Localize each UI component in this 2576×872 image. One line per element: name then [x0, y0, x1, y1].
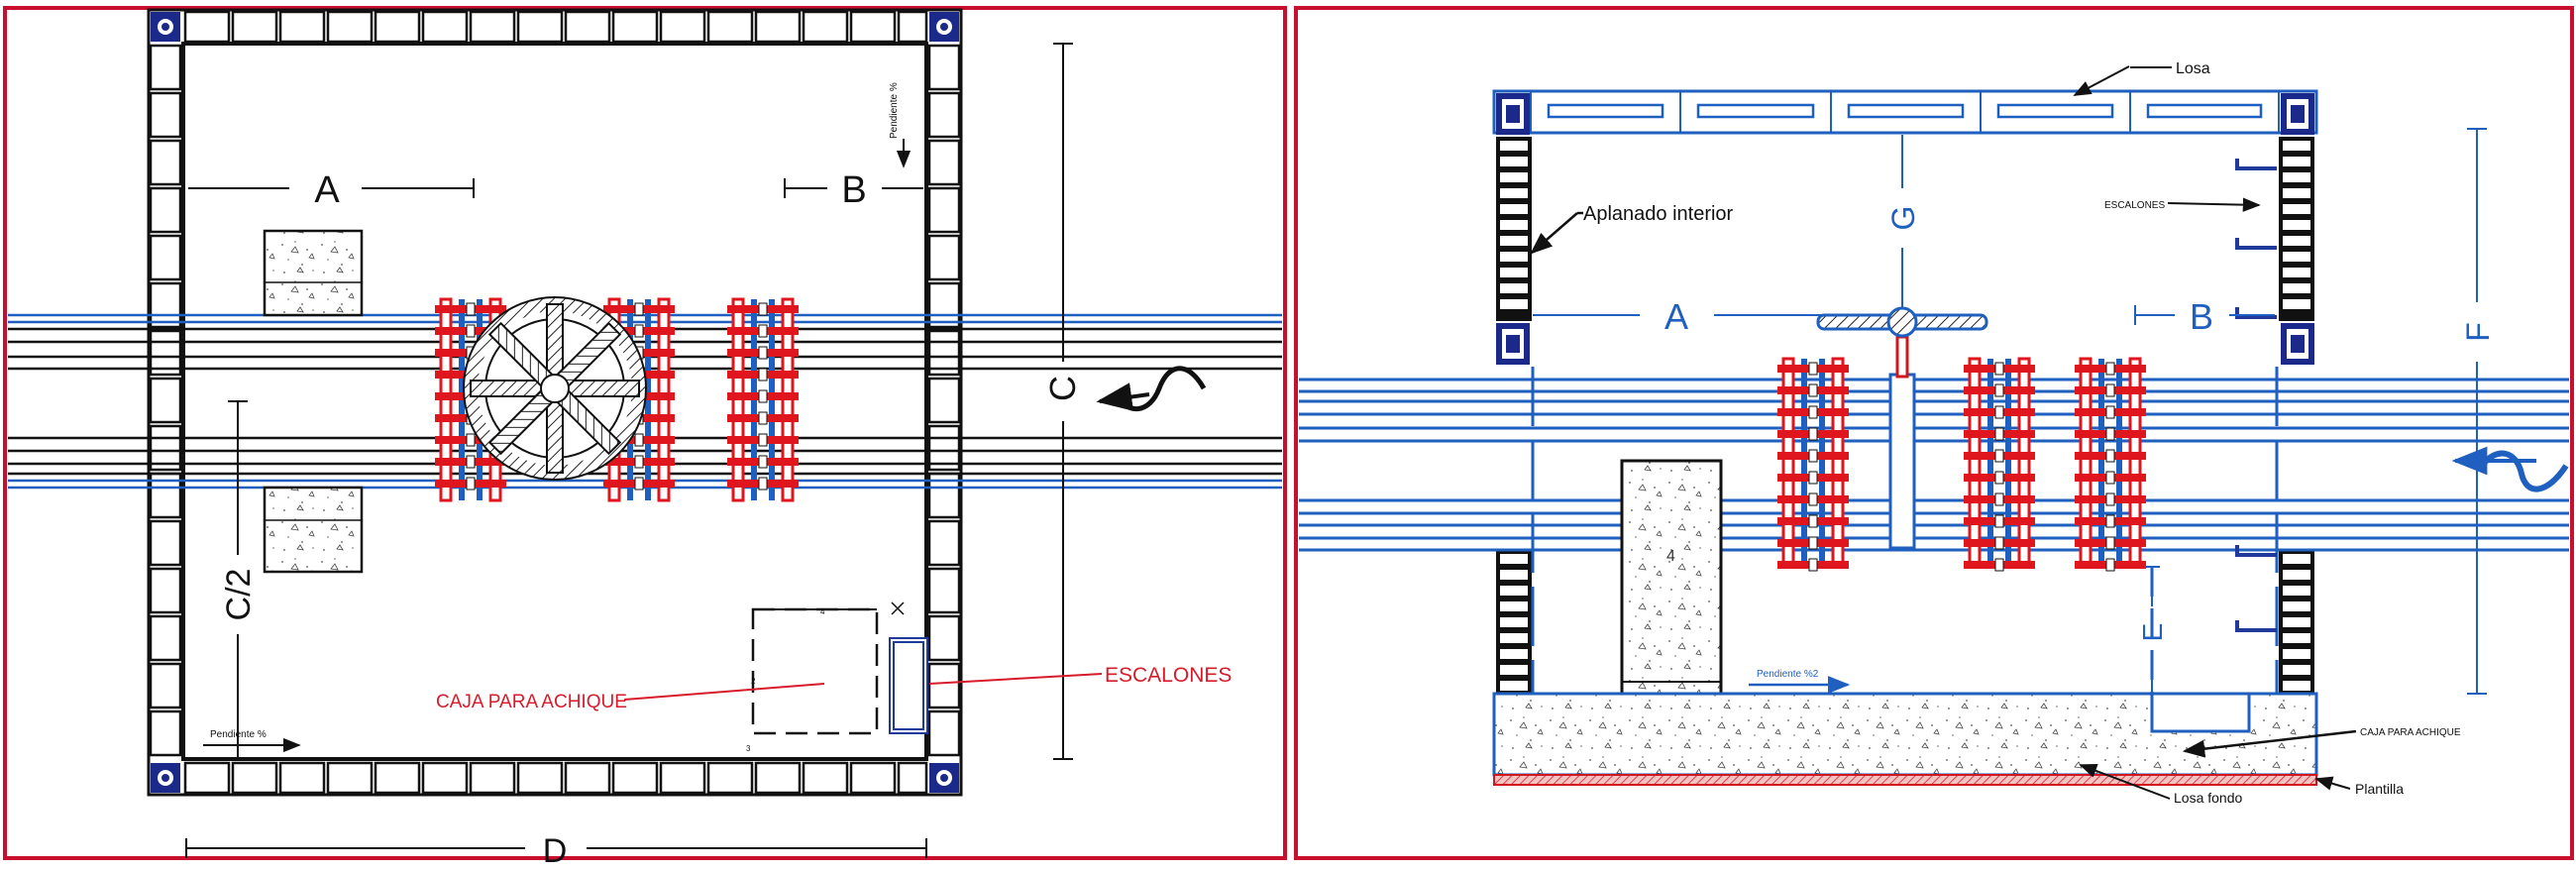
section-corner-post — [2281, 93, 2314, 135]
svg-text:3: 3 — [746, 744, 751, 753]
section-corner-post — [2281, 323, 2314, 365]
section-flange-groups — [1777, 357, 2146, 572]
plan-support-upper — [263, 229, 364, 317]
plan-dim-b — [784, 178, 923, 198]
section-frame — [1294, 6, 2574, 860]
section-plantilla-label: Plantilla — [2355, 781, 2404, 797]
plan-escalones-label: ESCALONES — [1105, 664, 1232, 687]
plan-dim-a-label: A — [314, 169, 340, 211]
plan-escalones-leader — [928, 673, 1103, 685]
section-plantilla-leader — [2314, 776, 2351, 791]
section-caja-leader — [2182, 729, 2357, 758]
plan-sump-box: 4 2 3 — [746, 607, 879, 753]
section-losa-fondo-leader — [2079, 763, 2171, 800]
section-aplanado-label: Aplanado interior — [1583, 203, 1734, 225]
section-escalones-leader — [2167, 197, 2261, 212]
plan-view: A B Pendiente % C C/2 — [8, 8, 1282, 870]
section-flow-symbol — [2451, 446, 2569, 492]
svg-text:4: 4 — [1666, 548, 1675, 565]
section-escalones-label: ESCALONES — [2104, 200, 2165, 211]
plan-dim-a — [188, 178, 475, 198]
plan-corner-post — [151, 763, 180, 793]
section-corner-post — [1496, 93, 1530, 135]
plan-support-lower — [263, 486, 364, 574]
plan-dim-c-half — [228, 400, 248, 759]
section-escalones — [2235, 159, 2277, 632]
plan-pendiente-2: Pendiente % — [210, 729, 267, 740]
plan-corner-post — [151, 12, 180, 42]
plan-dim-d — [185, 838, 927, 858]
plan-dim-c-label: C — [1042, 376, 1083, 401]
section-losa-leader — [2073, 65, 2130, 96]
section-top-slab — [1492, 89, 2318, 135]
svg-text:2: 2 — [751, 677, 756, 686]
section-brick-walls — [1496, 137, 2314, 694]
section-losa-label: Losa — [2176, 60, 2210, 77]
plan-corner-post — [929, 763, 959, 793]
plan-dim-d-label: D — [543, 832, 568, 867]
section-dim-e-label: E — [2137, 623, 2168, 642]
section-bottom-slab — [1492, 692, 2318, 786]
plan-caja-leader — [623, 683, 825, 701]
section-dim-f — [2467, 128, 2487, 695]
section-pipe-lower — [1299, 498, 2569, 552]
section-valve-stem — [1816, 306, 1988, 550]
section-dim-b-label: B — [2190, 296, 2213, 337]
section-aplanado-leader — [1530, 212, 1578, 255]
plan-ladder-rungs — [889, 601, 928, 734]
section-pipe-upper — [1299, 378, 2569, 443]
plan-pendiente-1: Pendiente % — [889, 82, 900, 139]
plan-valve-handwheel — [463, 296, 647, 481]
section-dim-e — [2145, 566, 2160, 694]
section-pedestal: 4 — [1620, 459, 1723, 696]
section-dim-a-label: A — [1664, 296, 1688, 337]
plan-corner-post — [929, 12, 959, 42]
plan-frame — [3, 6, 1287, 860]
section-pendiente: Pendiente %2 — [1757, 669, 1819, 680]
plan-dim-c-half-label: C/2 — [220, 569, 258, 621]
section-dim-f-label: F — [2460, 322, 2496, 342]
section-dim-b — [2134, 305, 2275, 325]
svg-text:4: 4 — [820, 607, 825, 616]
plan-flow-symbol — [1096, 366, 1207, 412]
section-losa-fondo-label: Losa fondo — [2174, 790, 2242, 806]
section-caja-label: CAJA PARA ACHIQUE — [2360, 727, 2461, 738]
plan-dim-c — [1053, 43, 1073, 760]
section-dim-g-label: G — [1885, 206, 1921, 231]
section-corner-post — [1496, 323, 1530, 365]
plan-caja-label: CAJA PARA ACHIQUE — [436, 692, 627, 712]
section-view: 4 G A — [1299, 60, 2569, 806]
plan-dim-b-label: B — [841, 169, 866, 211]
